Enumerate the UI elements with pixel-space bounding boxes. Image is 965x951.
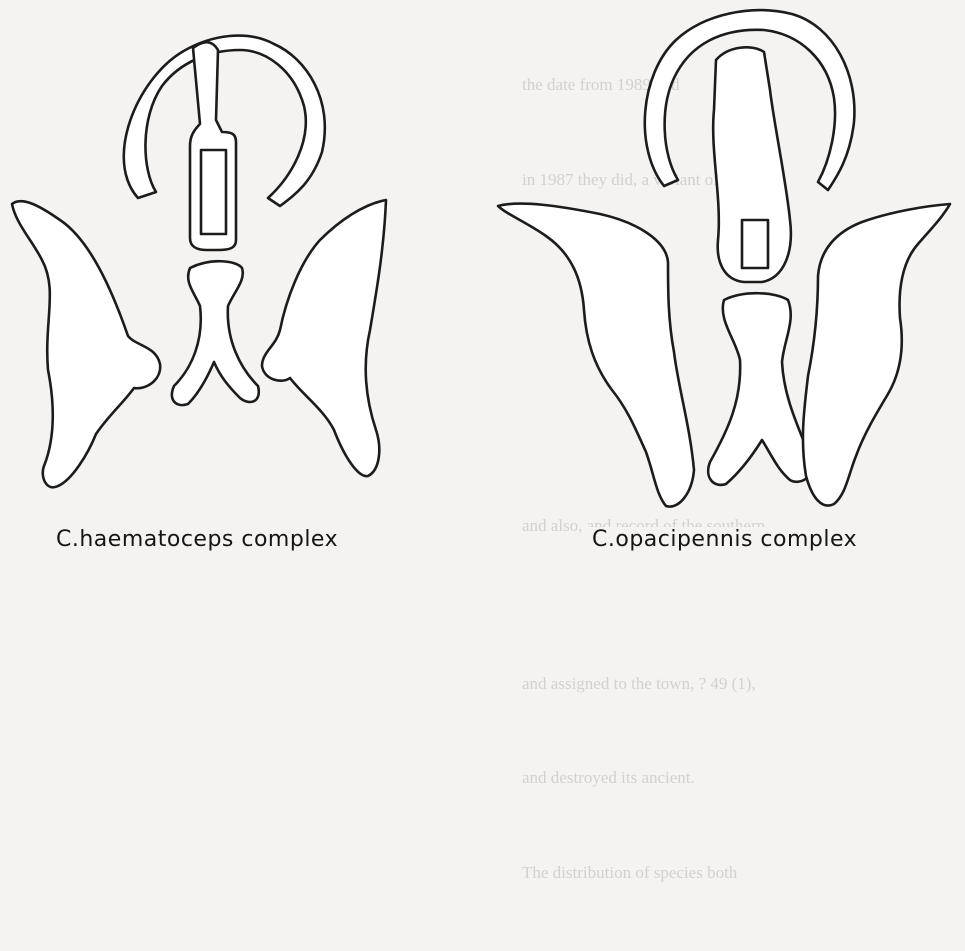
panel-caption: C.haematoceps complex bbox=[50, 527, 344, 552]
opacipennis-left-lobe bbox=[498, 204, 694, 507]
illustration bbox=[0, 0, 965, 564]
opacipennis-illustration bbox=[498, 10, 950, 506]
background-text-line: and destroyed its ancient. bbox=[522, 762, 765, 794]
haematoceps-illustration bbox=[12, 36, 386, 488]
haematoceps-stem-window bbox=[201, 150, 226, 234]
opacipennis-hourglass bbox=[708, 293, 812, 485]
figure: the date from 1989 and in 1987 they did,… bbox=[0, 0, 965, 564]
panel-caption: C.opacipennis complex bbox=[586, 527, 863, 552]
background-text-line: The distribution of species both bbox=[522, 857, 765, 889]
haematoceps-right-lobe bbox=[262, 200, 386, 476]
background-text-line: and assigned to the town, ? 49 (1), bbox=[522, 668, 765, 700]
haematoceps-left-lobe bbox=[12, 201, 160, 487]
haematoceps-hourglass bbox=[172, 261, 259, 405]
opacipennis-right-lobe bbox=[803, 204, 950, 506]
opacipennis-stem-window bbox=[742, 220, 768, 268]
